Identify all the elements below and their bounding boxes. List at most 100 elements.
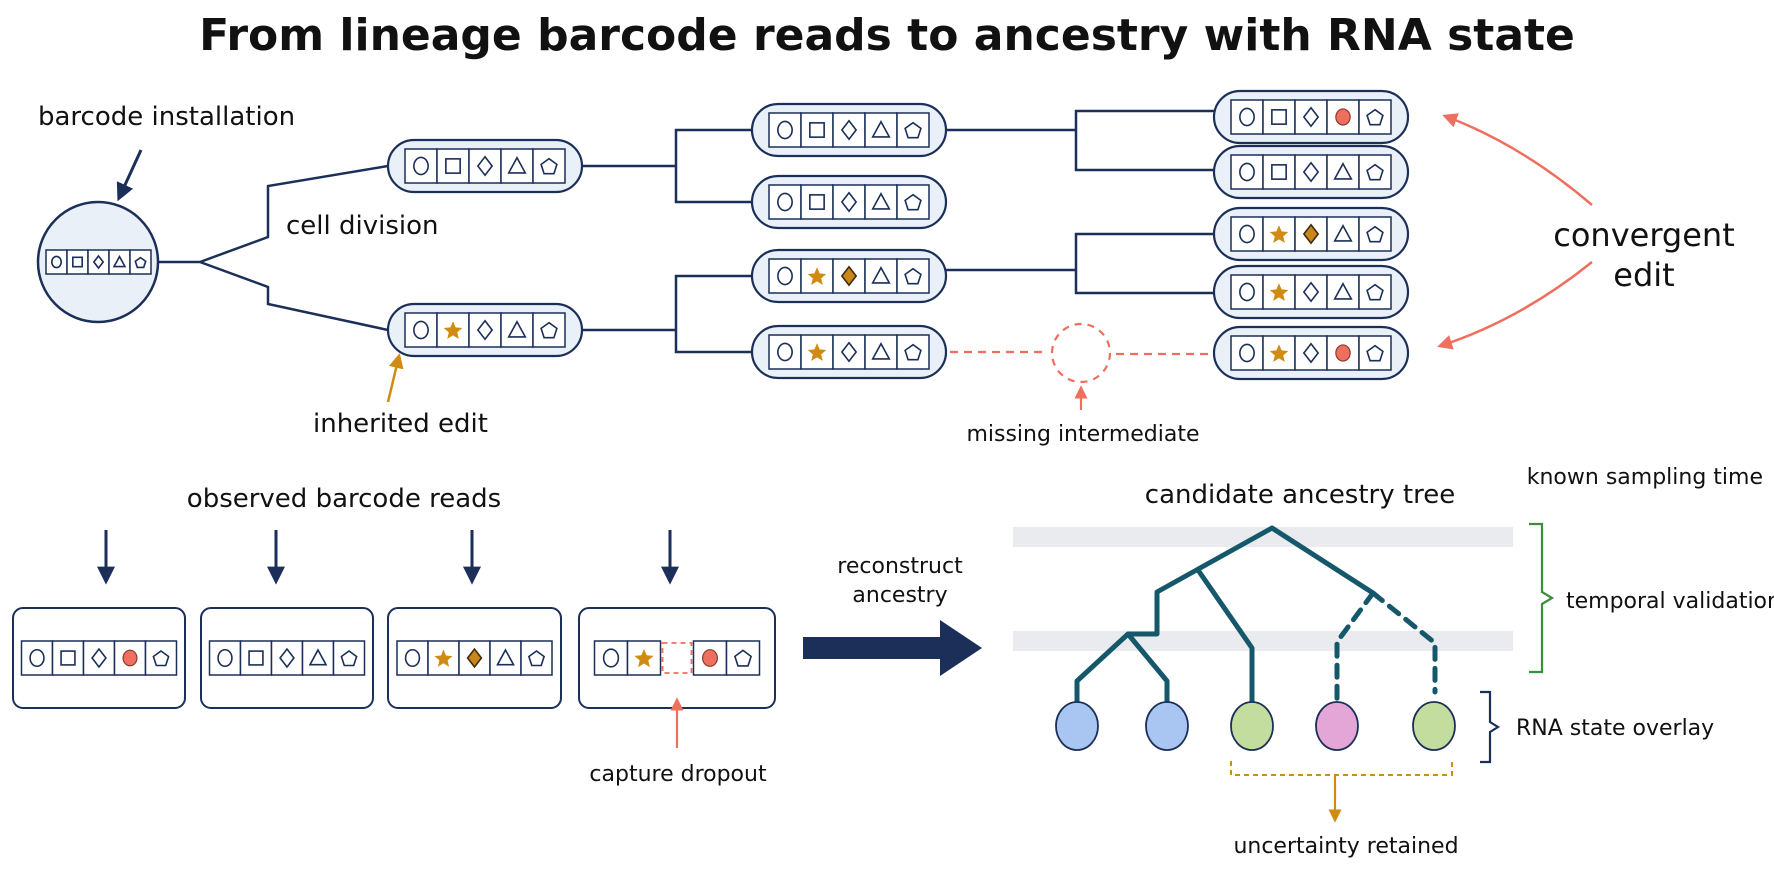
barcode-strip — [1230, 216, 1392, 252]
square-site-icon — [248, 650, 264, 666]
square-site-icon — [60, 650, 76, 666]
barcode-site-slot — [51, 640, 85, 676]
diamond-site-icon — [840, 119, 858, 141]
circle-site-icon — [217, 648, 233, 668]
label-known-sampling-time: known sampling time — [1527, 465, 1763, 490]
arrow-convergent-top — [1442, 113, 1593, 206]
pentagon-site-icon — [904, 121, 922, 139]
star-edit-icon — [634, 648, 654, 668]
diamond-site-icon — [91, 647, 107, 669]
barcode-site-slot — [768, 334, 802, 370]
read-boxes — [12, 607, 776, 709]
bracket-uncertainty — [1230, 761, 1453, 776]
pentagon-site-icon — [904, 267, 922, 285]
label-convergent-2: edit — [1613, 256, 1674, 294]
label-candidate-ancestry-tree: candidate ancestry tree — [1145, 480, 1455, 510]
square-site-icon — [1271, 109, 1287, 125]
barcode-site-slot — [768, 112, 802, 148]
branch-uncertain — [1334, 590, 1438, 706]
star-edit-icon — [434, 649, 453, 667]
label-barcode-installation: barcode installation — [38, 102, 295, 132]
barcode-site-slot — [1294, 335, 1328, 371]
barcode-site-slot — [1358, 154, 1392, 190]
cell-g2-c — [750, 248, 948, 304]
circle-site-icon — [1239, 107, 1255, 127]
barcode-site-slot — [1358, 335, 1392, 371]
diamond-site-icon — [1302, 106, 1320, 128]
barcode-site-slot — [468, 148, 502, 184]
star-edit-icon — [1269, 225, 1289, 243]
label-uncertainty-retained: uncertainty retained — [1233, 834, 1458, 859]
triangle-site-icon — [507, 156, 527, 174]
branch-root — [1074, 525, 1376, 707]
rna-leaf-blue — [1145, 701, 1189, 751]
star-edit-icon — [807, 343, 827, 361]
barcode-site-slot — [864, 258, 898, 294]
candidate-tree-panel: candidate ancestry tree known sampling t… — [1013, 465, 1774, 859]
barcode-site-slot — [45, 249, 68, 275]
barcode-site-slot — [768, 184, 802, 220]
barcode-site-slot — [500, 312, 534, 348]
filled-diamond-edit-icon — [840, 265, 858, 287]
pentagon-site-icon — [540, 157, 558, 175]
square-site-icon — [809, 122, 825, 138]
barcode-site-slot — [301, 640, 335, 676]
pentagon-site-icon — [540, 321, 558, 339]
red-circle-edit-icon — [1335, 344, 1351, 362]
barcode-site-slot — [113, 640, 147, 676]
circle-site-icon — [413, 156, 429, 176]
barcode-site-slot — [66, 249, 89, 275]
observed-reads-panel: observed barcode reads capture dropout — [12, 484, 776, 787]
barcode-strip — [1230, 99, 1392, 135]
barcode-site-slot — [87, 249, 110, 275]
reconstruct-arrow-group: reconstruct ancestry — [803, 554, 982, 676]
diamond-site-icon — [1302, 281, 1320, 303]
label-inherited-edit: inherited edit — [313, 409, 488, 439]
barcode-site-slot — [1326, 274, 1360, 310]
pentagon-site-icon — [1366, 283, 1384, 301]
barcode-site-slot — [270, 640, 304, 676]
arrow-inherited-edit — [386, 353, 404, 403]
pentagon-site-icon — [733, 649, 753, 667]
gen2-c-connector — [946, 232, 1214, 295]
barcode-site-slot — [896, 112, 930, 148]
cell-g2-a — [750, 102, 948, 158]
barcode-cells — [45, 89, 1410, 381]
cell-g3-b — [1212, 144, 1410, 200]
barcode-site-slot — [832, 184, 866, 220]
triangle-site-icon — [1333, 224, 1353, 242]
circle-site-icon — [777, 266, 793, 286]
barcode-site-slot — [832, 334, 866, 370]
pentagon-site-icon — [134, 256, 147, 269]
barcode-site-slot — [396, 640, 429, 676]
time-band-top — [1013, 527, 1513, 547]
barcode-site-slot — [1294, 154, 1328, 190]
barcode-site-slot — [1294, 274, 1328, 310]
barcode-site-slot — [1230, 274, 1264, 310]
triangle-site-icon — [1333, 162, 1353, 180]
circle-site-icon — [1239, 343, 1255, 363]
pentagon-site-icon — [152, 650, 170, 667]
pentagon-site-icon — [1366, 108, 1384, 126]
read-box-1 — [12, 607, 186, 709]
filled-diamond-edit-icon — [466, 647, 483, 669]
circle-site-icon — [29, 648, 45, 668]
rna-state-leaves — [1055, 701, 1456, 751]
triangle-site-icon — [507, 320, 527, 338]
barcode-site-slot — [144, 640, 178, 676]
barcode-site-slot — [489, 640, 522, 676]
pentagon-site-icon — [1366, 163, 1384, 181]
cell-g1-top — [386, 138, 584, 194]
barcode-site-slot — [896, 184, 930, 220]
star-edit-icon — [807, 267, 827, 285]
read-arrows — [97, 530, 679, 585]
barcode-site-slot — [800, 184, 834, 220]
gen2-a-connector — [946, 109, 1214, 172]
triangle-site-icon — [496, 648, 515, 666]
barcode-site-slot — [864, 184, 898, 220]
star-edit-icon — [443, 321, 463, 339]
arrow-barcode-installation — [116, 149, 143, 202]
cell-g3-a — [1212, 89, 1410, 145]
square-site-icon — [445, 158, 461, 174]
